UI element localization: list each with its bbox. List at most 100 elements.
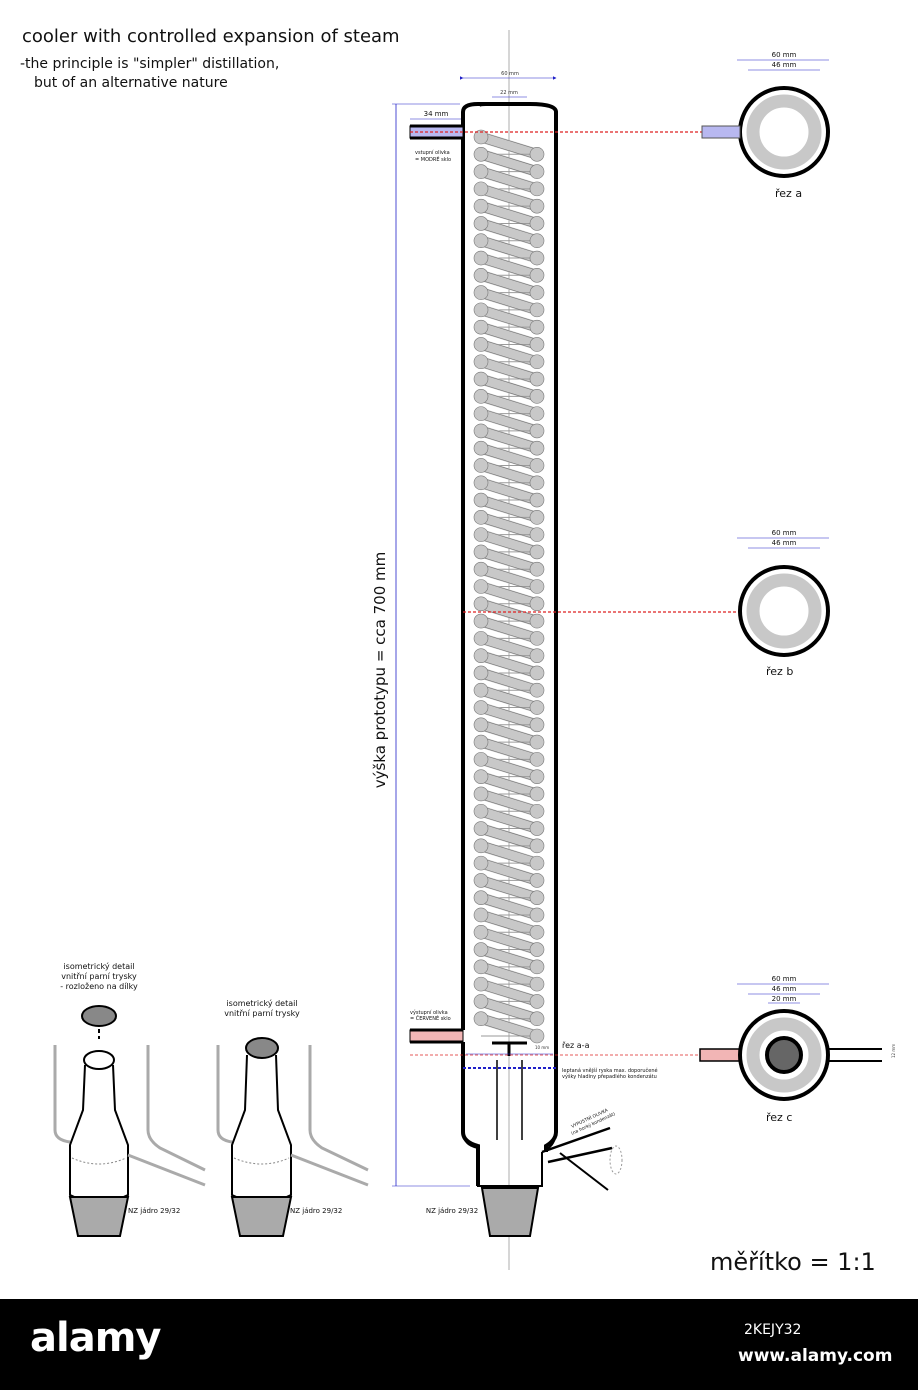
sec-b-outer-label: 60 mm bbox=[772, 529, 797, 537]
coil-tube-section bbox=[473, 423, 489, 439]
coil-outline bbox=[480, 512, 538, 540]
iso-left-joint bbox=[68, 1196, 130, 1237]
coil-tube-section bbox=[529, 855, 545, 871]
iso-mid-cap bbox=[245, 1037, 279, 1059]
iso-left-cap bbox=[81, 1005, 117, 1027]
coil-tube-section bbox=[473, 786, 489, 802]
coil-outline bbox=[480, 529, 538, 558]
small-bottom-dim: 10 mm bbox=[535, 1045, 549, 1050]
nz-core-main-label: NZ jádro 29/32 bbox=[426, 1207, 478, 1215]
coil-tube-section bbox=[529, 371, 545, 387]
coil-outline bbox=[480, 270, 538, 298]
scale-label: měřítko = 1:1 bbox=[710, 1248, 876, 1276]
diagram-title: cooler with controlled expansion of stea… bbox=[22, 26, 400, 47]
coil-tube-section bbox=[473, 821, 489, 836]
coil-outline bbox=[480, 926, 538, 955]
diagram-subtitle-line2: but of an alternative nature bbox=[34, 75, 228, 91]
coil-outline bbox=[480, 633, 538, 661]
watermark-logo: alamy bbox=[30, 1315, 161, 1361]
coil-turn bbox=[475, 926, 543, 956]
coil-tube-section bbox=[473, 752, 489, 767]
coil-tube-section bbox=[529, 1011, 545, 1027]
coil-tube-section bbox=[529, 233, 545, 249]
coil-tube-section bbox=[473, 458, 489, 473]
coil-outline bbox=[480, 321, 538, 350]
iso-left-jacket bbox=[53, 1045, 206, 1172]
coil-tube-section bbox=[529, 319, 545, 335]
iso-mid-joint bbox=[230, 1196, 293, 1237]
coil-outline bbox=[480, 339, 538, 368]
coil-tube-section bbox=[473, 337, 489, 352]
coil-outline bbox=[480, 615, 538, 644]
coil-outline bbox=[480, 425, 538, 454]
coil-turn bbox=[475, 615, 543, 644]
coil-outline bbox=[480, 771, 538, 800]
coil-outline bbox=[480, 460, 538, 489]
coil-turn bbox=[475, 252, 543, 281]
coil-tube-section bbox=[529, 146, 545, 162]
coil-tube-section bbox=[473, 803, 489, 819]
coil-tube-section bbox=[529, 942, 545, 957]
sec-a-outer-label: 60 mm bbox=[772, 51, 797, 59]
coil-tube-section bbox=[473, 613, 489, 629]
coil-tube-section bbox=[473, 233, 489, 249]
coil-turn bbox=[475, 788, 543, 817]
inlet-top-label-2: = MODRÉ sklo bbox=[415, 155, 451, 163]
coil-tube-section bbox=[473, 544, 489, 560]
coil-outline bbox=[480, 684, 538, 713]
coil-tube-section bbox=[473, 907, 489, 923]
coil-outline bbox=[480, 823, 538, 852]
coil-turn bbox=[475, 650, 543, 679]
coil-tube-section bbox=[473, 631, 489, 646]
coil-tube-section bbox=[529, 285, 545, 300]
coil-turn bbox=[475, 511, 543, 541]
coil-tube-section bbox=[473, 994, 489, 1009]
coil-tube-section bbox=[473, 492, 489, 508]
drain-olive-end bbox=[609, 1145, 623, 1175]
coil-outline bbox=[480, 875, 538, 903]
coil-tube-section bbox=[529, 579, 545, 594]
sec-c-outlet bbox=[699, 1048, 743, 1062]
nz-core-left-label: NZ jádro 29/32 bbox=[128, 1207, 180, 1215]
coil-turn bbox=[475, 321, 543, 350]
coil-tube-section bbox=[473, 596, 489, 612]
coil-turn bbox=[475, 166, 543, 195]
coil-tube-section bbox=[473, 371, 489, 387]
coil-outline bbox=[480, 391, 538, 419]
coil-outline bbox=[480, 149, 538, 177]
coil-tube-section bbox=[473, 164, 489, 179]
coil-tube-section bbox=[529, 1028, 545, 1044]
footer-bar bbox=[0, 1299, 918, 1390]
coil-tube-section bbox=[529, 596, 545, 612]
coil-turn bbox=[475, 857, 543, 886]
coil-turn bbox=[475, 892, 543, 921]
coil-tube-section bbox=[473, 942, 489, 957]
coil-turn bbox=[475, 719, 543, 748]
coil-tube-section bbox=[529, 561, 545, 577]
iso-mid-side-arm bbox=[290, 1153, 369, 1187]
coil-tube-section bbox=[529, 198, 545, 214]
coil-outline bbox=[480, 788, 538, 817]
coil-tube-section bbox=[529, 976, 545, 992]
coil-tube-section bbox=[529, 734, 545, 750]
section-c: 60 mm 46 mm 20 mm 12 mm řez c bbox=[699, 975, 896, 1124]
coil-turn bbox=[475, 874, 543, 904]
coil-turn bbox=[475, 909, 543, 938]
coil-outline bbox=[480, 131, 538, 160]
coil-turn bbox=[475, 235, 543, 264]
coil-tube-section bbox=[529, 268, 545, 283]
coil-turn bbox=[475, 200, 543, 229]
coil-outline bbox=[480, 719, 538, 748]
inner-steam-pipe bbox=[496, 1060, 523, 1140]
iso-left-label-1: isometrický detail bbox=[63, 962, 134, 971]
coil-turn bbox=[475, 961, 543, 990]
coil-tube-section bbox=[529, 873, 545, 888]
coil-turn bbox=[475, 477, 543, 506]
sec-c-steam-core bbox=[765, 1036, 803, 1074]
iso-left-label-2: vnitřní parní trysky bbox=[61, 972, 137, 981]
top-inner-dim-label: 22 mm bbox=[500, 90, 518, 96]
coil-turn bbox=[475, 995, 543, 1025]
coil-turn bbox=[475, 304, 543, 333]
inlet-top-label-1: vstupní olivka bbox=[415, 149, 450, 156]
image-id: 2KEJY32 bbox=[744, 1322, 802, 1338]
